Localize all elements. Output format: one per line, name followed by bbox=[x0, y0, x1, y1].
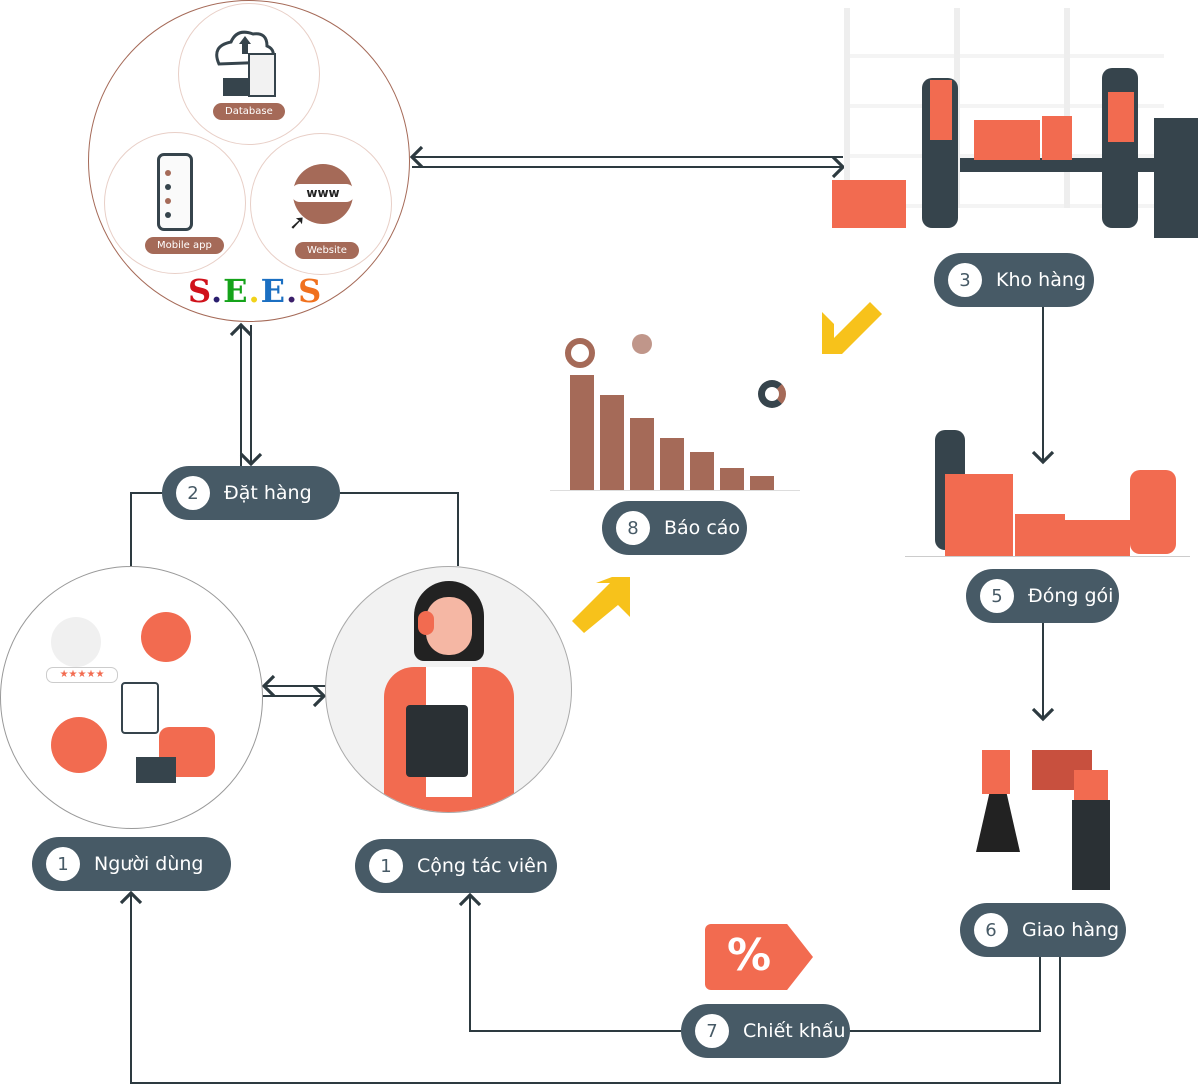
step-discount[interactable]: 7 Chiết khấu bbox=[681, 1004, 850, 1058]
step-number: 1 bbox=[369, 849, 403, 883]
step-label: Kho hàng bbox=[996, 269, 1086, 291]
step-label: Chiết khấu bbox=[743, 1020, 846, 1042]
step-label: Cộng tác viên bbox=[417, 855, 548, 877]
rating-stars-icon: ★★★★★ bbox=[46, 667, 118, 683]
yellow-arrow-down-left-icon bbox=[822, 302, 882, 354]
logo-letter: E bbox=[223, 272, 249, 310]
step-report[interactable]: 8 Báo cáo bbox=[602, 501, 747, 555]
yellow-arrow-up-right-icon bbox=[572, 577, 630, 633]
cursor-icon: ➚ bbox=[289, 210, 306, 234]
step-label: Giao hàng bbox=[1022, 919, 1120, 941]
step-delivery[interactable]: 6 Giao hàng bbox=[960, 903, 1126, 957]
percent-icon: % bbox=[727, 930, 772, 981]
report-illustration bbox=[550, 320, 800, 492]
packing-illustration bbox=[905, 410, 1190, 560]
yellow-arrows bbox=[572, 302, 882, 633]
website-circle: www ➚ Website bbox=[250, 133, 392, 275]
logo-letter: S bbox=[298, 272, 323, 310]
step-label: Người dùng bbox=[94, 853, 204, 875]
step-number: 6 bbox=[974, 913, 1008, 947]
step-number: 7 bbox=[695, 1014, 729, 1048]
warehouse-illustration bbox=[832, 8, 1198, 243]
database-label: Database bbox=[213, 103, 285, 120]
step-warehouse[interactable]: 3 Kho hàng bbox=[934, 253, 1094, 307]
line-order-collaborators bbox=[340, 492, 459, 566]
logo-dot: . bbox=[210, 272, 224, 310]
logo-letter: S bbox=[188, 272, 211, 310]
step-number: 2 bbox=[176, 476, 210, 510]
sees-logo: S.E.E.S bbox=[188, 272, 322, 310]
step-order[interactable]: 2 Đặt hàng bbox=[162, 466, 340, 520]
database-icon bbox=[215, 30, 276, 97]
tablet-icon bbox=[406, 705, 468, 777]
step-label: Đặt hàng bbox=[224, 482, 312, 504]
logo-letter: E bbox=[260, 272, 287, 310]
step-number: 5 bbox=[980, 579, 1014, 613]
step-number: 1 bbox=[46, 847, 80, 881]
website-label: Website bbox=[295, 242, 359, 259]
coin-icon bbox=[632, 334, 652, 354]
users-illustration: ★★★★★ bbox=[0, 566, 263, 829]
logo-dot: . bbox=[248, 272, 261, 310]
logo-dot: . bbox=[286, 272, 299, 310]
collaborator-illustration bbox=[325, 566, 572, 813]
line-delivery-discount bbox=[850, 957, 1041, 1032]
target-icon bbox=[565, 338, 595, 368]
step-collaborators[interactable]: 1 Cộng tác viên bbox=[355, 839, 557, 893]
discount-tag-illustration: % bbox=[705, 924, 813, 990]
database-circle: Database bbox=[178, 3, 320, 145]
mobile-app-icon bbox=[157, 153, 193, 231]
step-users[interactable]: 1 Người dùng bbox=[32, 837, 231, 891]
mobile-app-circle: Mobile app bbox=[104, 132, 246, 274]
step-number: 8 bbox=[616, 511, 650, 545]
mobile-app-label: Mobile app bbox=[145, 237, 224, 254]
delivery-illustration bbox=[962, 720, 1127, 898]
step-label: Đóng gói bbox=[1028, 585, 1114, 607]
step-packing[interactable]: 5 Đóng gói bbox=[966, 569, 1119, 623]
step-number: 3 bbox=[948, 263, 982, 297]
arrow-delivery-to-users bbox=[119, 890, 1061, 1084]
headset-icon bbox=[418, 611, 434, 635]
line-order-users bbox=[130, 492, 162, 567]
donut-chart-icon bbox=[758, 380, 786, 408]
website-globe-icon: www bbox=[291, 164, 355, 224]
www-badge: www bbox=[291, 184, 355, 202]
arrow-discount-to-collab bbox=[458, 892, 681, 1032]
step-label: Báo cáo bbox=[664, 517, 741, 539]
